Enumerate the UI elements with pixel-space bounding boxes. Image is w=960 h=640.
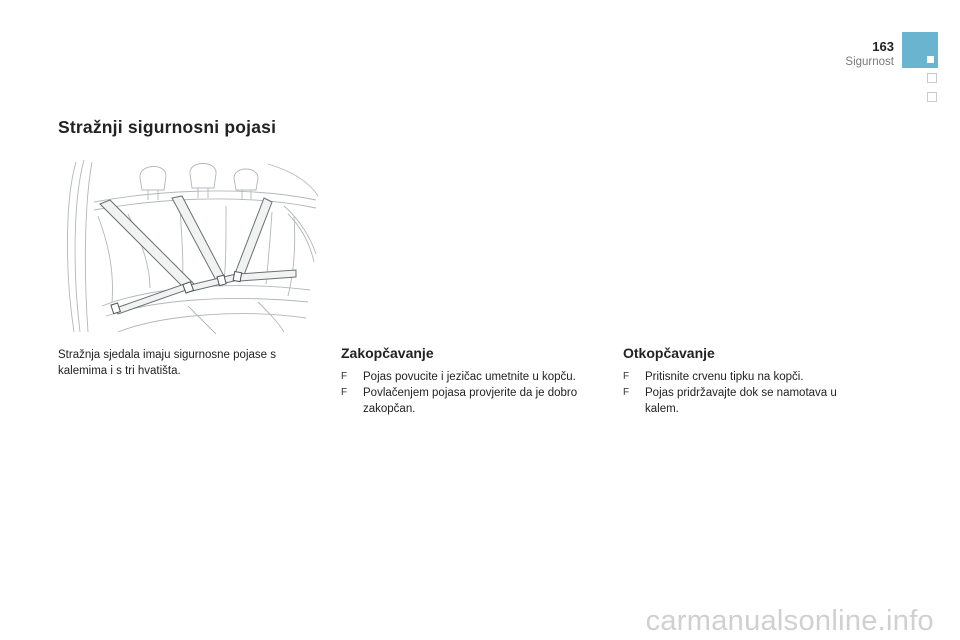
bullet-arrow-icon: F <box>623 371 630 382</box>
bullet-arrow-icon: F <box>341 387 348 398</box>
seatbelt-illustration <box>58 156 320 336</box>
list-item: F Pritisnite crvenu tipku na kopči. <box>623 369 863 385</box>
page-number: 163 <box>872 39 894 54</box>
list-item-text: Pritisnite crvenu tipku na kopči. <box>645 371 804 383</box>
list-item-text: Povlačenjem pojasa provjerite da je dobr… <box>363 387 578 415</box>
unfastening-list: F Pritisnite crvenu tipku na kopči. F Po… <box>623 369 863 417</box>
chapter-tab[interactable] <box>927 92 937 102</box>
intro-text: Stražnja sjedala imaju sigurnosne pojase… <box>58 349 276 377</box>
page-title: Stražnji sigurnosni pojasi <box>58 117 277 137</box>
list-item-text: Pojas povucite i jezičac umetnite u kopč… <box>363 371 576 383</box>
fastening-heading: Zakopčavanje <box>341 345 434 361</box>
bullet-arrow-icon: F <box>623 387 630 398</box>
list-item: F Pojas povucite i jezičac umetnite u ko… <box>341 369 603 385</box>
chapter-tab-marker-icon <box>927 56 934 63</box>
list-item-text: Pojas pridržavajte dok se namotava u kal… <box>645 387 837 415</box>
list-item: F Povlačenjem pojasa provjerite da je do… <box>341 385 603 417</box>
list-item: F Pojas pridržavajte dok se namotava u k… <box>623 385 863 417</box>
chapter-tab[interactable] <box>927 73 937 83</box>
watermark: carmanualsonline.info <box>645 605 934 637</box>
section-name: Sigurnost <box>845 56 894 68</box>
bullet-arrow-icon: F <box>341 371 348 382</box>
chapter-tab-active[interactable] <box>902 32 938 68</box>
fastening-list: F Pojas povucite i jezičac umetnite u ko… <box>341 369 603 417</box>
unfastening-heading: Otkopčavanje <box>623 345 715 361</box>
